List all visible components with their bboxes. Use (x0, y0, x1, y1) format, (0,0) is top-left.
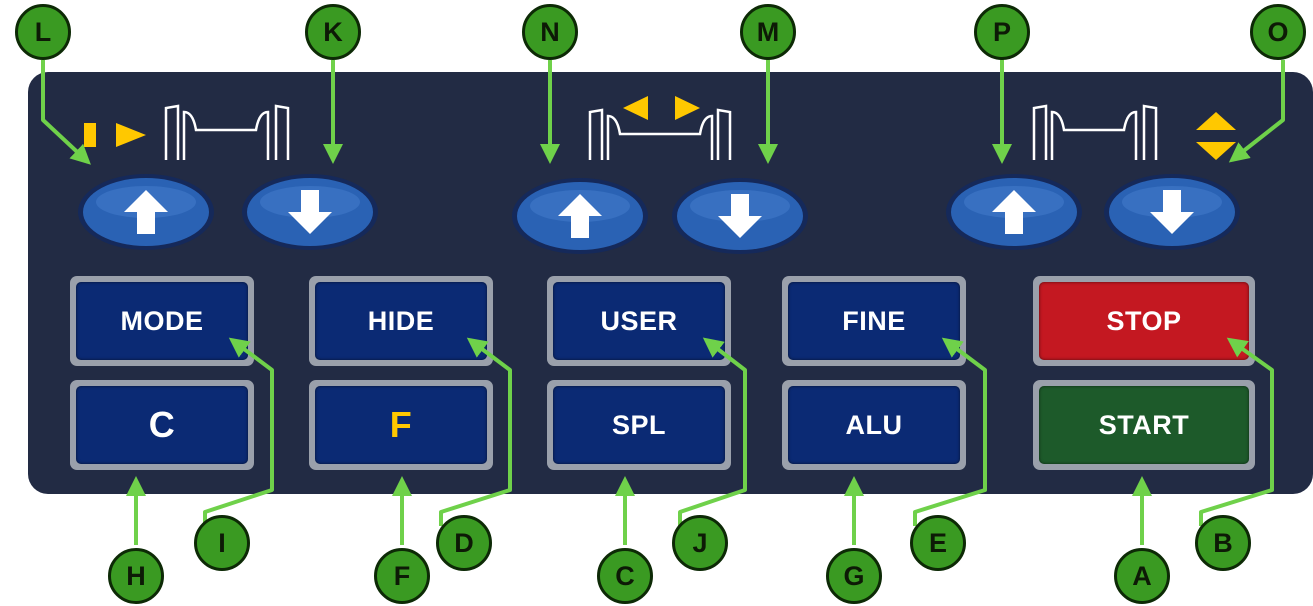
c-key-label: C (76, 386, 248, 464)
callout-d: D (436, 515, 492, 571)
callout-g: G (826, 548, 882, 604)
spl-key-label: SPL (553, 386, 725, 464)
mode-key-label: MODE (76, 282, 248, 360)
callout-j: J (672, 515, 728, 571)
callout-h: H (108, 548, 164, 604)
mode-key[interactable]: MODE (70, 276, 254, 366)
stop-key[interactable]: STOP (1033, 276, 1255, 366)
group3-up-button[interactable] (944, 172, 1084, 252)
callout-a: A (1114, 548, 1170, 604)
arrow-down-icon (288, 190, 332, 234)
hide-key-label: HIDE (315, 282, 487, 360)
callout-i: I (194, 515, 250, 571)
callout-b: B (1195, 515, 1251, 571)
group2-up-button[interactable] (510, 176, 650, 256)
spl-key[interactable]: SPL (547, 380, 731, 470)
fine-key[interactable]: FINE (782, 276, 966, 366)
arrow-up-icon (124, 190, 168, 234)
stop-key-label: STOP (1039, 282, 1249, 360)
c-key[interactable]: C (70, 380, 254, 470)
fine-key-label: FINE (788, 282, 960, 360)
start-key-label: START (1039, 386, 1249, 464)
group2-down-button[interactable] (670, 176, 810, 256)
wheel-diameter-icon (1032, 104, 1236, 160)
user-key-label: USER (553, 282, 725, 360)
arrow-up-icon (558, 194, 602, 238)
callout-l: L (15, 4, 71, 60)
alu-key-label: ALU (788, 386, 960, 464)
callout-p: P (974, 4, 1030, 60)
callout-m: M (740, 4, 796, 60)
wheel-position-right-icon (84, 104, 290, 160)
arrow-down-icon (1150, 190, 1194, 234)
arrow-down-icon (718, 194, 762, 238)
alu-key[interactable]: ALU (782, 380, 966, 470)
wheel-width-icon (588, 96, 732, 160)
callout-c: C (597, 548, 653, 604)
callout-e: E (910, 515, 966, 571)
group1-up-button[interactable] (76, 172, 216, 252)
arrow-up-icon (992, 190, 1036, 234)
f-key-label: F (315, 386, 487, 464)
hide-key[interactable]: HIDE (309, 276, 493, 366)
callout-k: K (305, 4, 361, 60)
callout-n: N (522, 4, 578, 60)
group3-down-button[interactable] (1102, 172, 1242, 252)
user-key[interactable]: USER (547, 276, 731, 366)
callout-f: F (374, 548, 430, 604)
group1-down-button[interactable] (240, 172, 380, 252)
callout-o: O (1250, 4, 1306, 60)
start-key[interactable]: START (1033, 380, 1255, 470)
f-key[interactable]: F (309, 380, 493, 470)
